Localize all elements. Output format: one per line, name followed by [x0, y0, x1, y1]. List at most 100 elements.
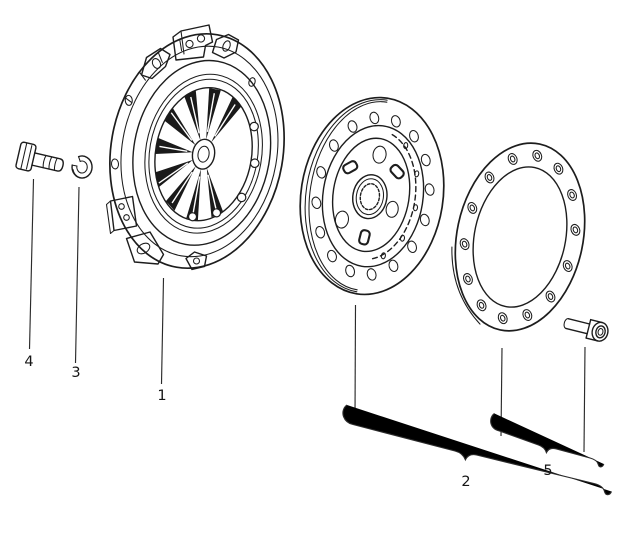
washer-thickness [72, 168, 81, 179]
finger [186, 168, 201, 221]
bracket-5 [490, 413, 605, 468]
callout-2[interactable]: 2 [461, 473, 471, 490]
mounting-tab-bottom-left [125, 231, 165, 265]
hex-bolt-drawing [15, 141, 64, 172]
ring-hole-inner [555, 165, 562, 173]
ring-hole-inner [569, 191, 575, 199]
callout-5[interactable]: 5 [543, 462, 553, 479]
callout-1[interactable]: 1 [157, 387, 167, 404]
cover-flange-inner-edge [120, 45, 279, 258]
plate-hole [385, 200, 399, 218]
thread-band [42, 155, 47, 169]
callout-3[interactable]: 3 [71, 364, 81, 381]
ring-hole [545, 290, 556, 303]
callout-4[interactable]: 4 [24, 353, 34, 370]
lug-hole [196, 34, 206, 43]
ring-bolt-holes [459, 149, 581, 325]
disc-rim-contour [304, 99, 388, 293]
rivet-hole [369, 111, 380, 125]
rivet-hole [316, 166, 327, 179]
cover-flange-outer-edge [109, 32, 285, 270]
rivet-hole [424, 183, 435, 196]
rivet-hole-ring [311, 111, 435, 281]
socket-recess-inner [597, 328, 604, 336]
mounting-ear-top-right [211, 33, 240, 59]
ring-hole [522, 309, 533, 321]
washer-inner-edge [76, 160, 88, 174]
segment-rivet [399, 234, 406, 242]
ring-thickness [451, 246, 481, 325]
plate-slot [389, 163, 405, 180]
cover-dome-rim [132, 59, 272, 246]
segment-rivet [412, 204, 419, 212]
finger-rivet [187, 212, 198, 222]
finger-rivet [249, 121, 259, 132]
pressure-plate-drawing [105, 24, 285, 271]
clutch-disc-drawing [299, 96, 445, 296]
ring-hole-inner [534, 152, 541, 160]
bolt-head-face [591, 321, 609, 342]
ring-hole [467, 202, 478, 214]
rivet-hole [388, 259, 399, 273]
plate-hole [372, 145, 387, 164]
rivet-hole [419, 213, 430, 227]
flange-hole [248, 77, 256, 87]
ring-hole [532, 149, 543, 162]
ear-hole [222, 40, 231, 52]
ring-hole-inner [524, 311, 531, 319]
mounting-lug-top [172, 24, 214, 61]
finger-hub-hole [197, 145, 210, 163]
leader-line-4 [28, 178, 35, 350]
ring-inner-edge [472, 166, 568, 308]
pressure-ring-outer [144, 73, 263, 234]
rivet-hole [345, 264, 356, 278]
segment-rivet [414, 170, 420, 178]
rivet-hole [409, 130, 419, 143]
finger-rivet [236, 192, 247, 203]
finger-hub-ring [191, 138, 216, 170]
ring-hole-inner [572, 226, 579, 234]
ring-hole-inner [547, 293, 554, 300]
leader-line-bolt [583, 346, 586, 453]
rivet-hole [347, 120, 358, 133]
plate-slot [342, 160, 359, 175]
ring-hole [462, 273, 473, 285]
rivet-hole [327, 249, 337, 263]
lug-hole [118, 203, 125, 210]
thread-band [53, 157, 58, 171]
mounting-ear-top-left [140, 47, 171, 80]
rivet-hole [315, 226, 326, 239]
rivet-hole [366, 268, 377, 281]
rivet-hole [407, 240, 418, 254]
carrier-plate-edge [331, 137, 411, 253]
mounting-lug-left [105, 195, 138, 235]
ring-hole [507, 153, 518, 165]
ring-hole [476, 299, 487, 312]
rivet-hole [390, 115, 401, 128]
socket-recess [595, 325, 606, 339]
plate-hole [334, 210, 350, 229]
thread-band [48, 156, 53, 170]
finger [206, 88, 221, 140]
lug-hole [123, 214, 130, 221]
socket-bolt-drawing [563, 317, 609, 342]
leader-line-1 [160, 277, 165, 385]
plate-slot [358, 229, 371, 246]
ring-hole-inner [478, 301, 485, 309]
shim-ring-drawing [451, 142, 586, 332]
leader-line-3 [74, 186, 80, 364]
finger-ring [154, 86, 253, 222]
leader-line-disc [354, 304, 357, 420]
segment-serration [371, 133, 417, 260]
hub-collar [355, 178, 385, 216]
segment-rivet [380, 252, 386, 260]
bolt-tip [563, 318, 569, 329]
ear-hole [151, 58, 162, 69]
finger [206, 167, 223, 218]
disc-rim-contour [308, 101, 388, 291]
ring-hole-inner [564, 262, 571, 270]
ring-hole [562, 260, 573, 272]
ring-hole-inner [486, 174, 493, 181]
